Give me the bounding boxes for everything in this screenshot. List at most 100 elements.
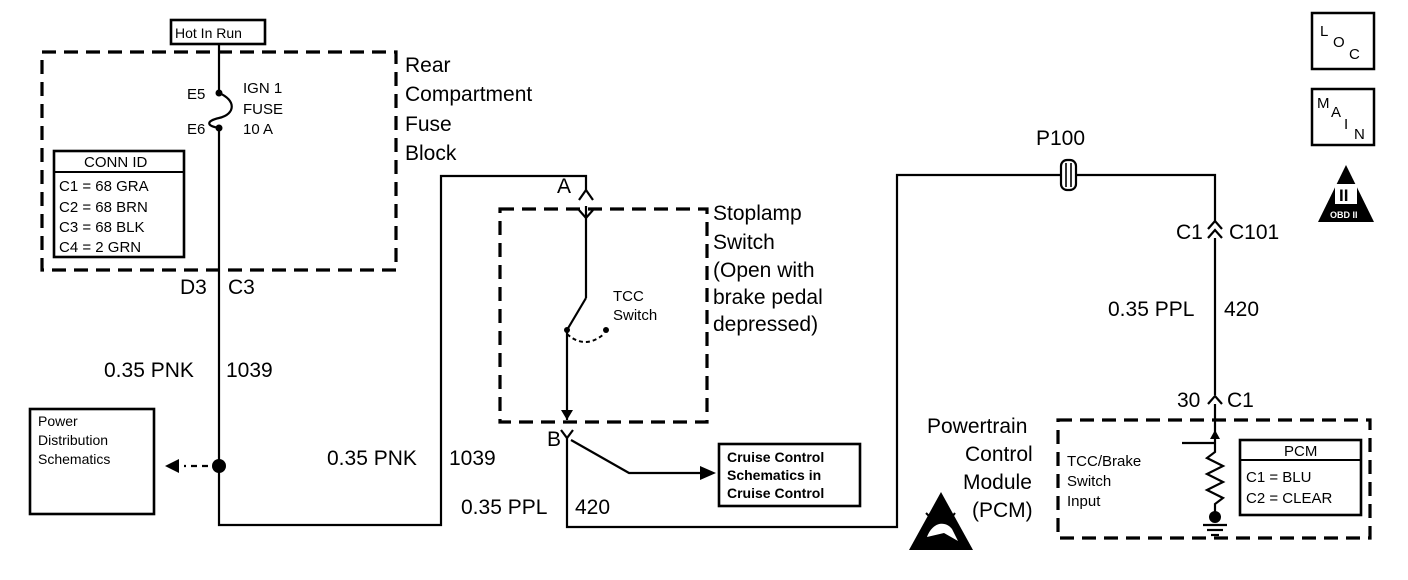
pcm-legend-row-1: C1 = BLU [1246,469,1311,486]
pcm-title-line-3: Module [963,471,1032,494]
tcc-switch-line-2: Switch [613,307,657,324]
switch-contact-blade [566,297,587,331]
svg-text:A: A [1331,104,1341,121]
output-pin-d3: D3 [180,276,207,299]
pcm-legend-table: PCM C1 = BLU C2 = CLEAR [1238,438,1363,517]
ground-dot [1209,511,1221,523]
pcm-input-line-3: Input [1067,493,1101,510]
pin-e5-label: E5 [187,86,205,103]
wire-circuit-420-right: 420 [1224,298,1259,321]
wire-circuit-1039-bottom: 1039 [449,447,496,470]
svg-text:OBD II: OBD II [1330,210,1358,220]
stoplamp-switch-outline [498,207,709,424]
tcc-switch-line-1: TCC [613,288,644,305]
pcm-outline [1056,418,1372,540]
wire-label-ppl-right: 0.35 PPL [1108,298,1194,321]
conn-id-row-2: C2 = 68 BRN [59,199,148,216]
pcm-title-line-2: Control [965,443,1033,466]
pcm-legend-title: PCM [1284,443,1317,460]
svg-text:I: I [1344,116,1348,133]
esd-warning-icon [909,492,973,550]
stoplamp-switch: A B TCC Switch Stoplamp Switch (Open wit… [498,175,823,451]
conn-id-table: CONN ID C1 = 68 GRA C2 = 68 BRN C3 = 68 … [52,149,186,259]
connector-a-icon [578,188,594,201]
pin-e6-label: E6 [187,121,205,138]
power-distribution-line-1: Power [38,413,78,429]
stoplamp-title-line-2: Switch [713,231,775,254]
pcm-input-line-1: TCC/Brake [1067,453,1141,470]
pcm-input-line-2: Switch [1067,473,1111,490]
c101-connector-icon [1207,219,1223,239]
main-index-icon[interactable]: M A I N [1310,87,1376,147]
power-distribution-line-2: Distribution [38,432,108,448]
p100-splice: P100 [1036,127,1085,192]
pcm-title-line-1: Powertrain [927,415,1027,438]
fuse-block-title-line-4: Block [405,142,457,165]
arrow-right-icon [700,466,716,480]
conn-id-row-4: C4 = 2 GRN [59,239,141,256]
wire-circuit-1039-left: 1039 [226,359,273,382]
connector-c101: C1 C101 [1176,219,1279,244]
svg-text:C: C [1349,46,1360,63]
obd-ii-icon[interactable]: II OBD II [1318,165,1374,222]
pcm-connector: 30 C1 [1177,389,1254,428]
c101-name-label: C101 [1229,221,1279,244]
connector-b-icon [560,429,574,440]
switch-open-contact-dot [603,327,609,333]
power-distribution-box[interactable]: Power Distribution Schematics [28,407,156,516]
stoplamp-title-line-1: Stoplamp [713,202,802,225]
conn-id-row-1: C1 = 68 GRA [59,178,149,195]
wire-label-pnk-bottom: 0.35 PNK [327,447,417,470]
pcm-module: Powertrain Control Module (PCM) TCC/Brak… [927,415,1372,540]
cruise-control-box[interactable]: Cruise Control Schematics in Cruise Cont… [717,442,862,508]
fuse-block-title-line-3: Fuse [405,113,452,136]
conn-id-row-3: C3 = 68 BLK [59,219,144,236]
pcm-conn-label: C1 [1227,389,1254,412]
ground-icon [1203,523,1227,537]
arrow-left-icon [165,459,179,473]
output-conn-c3: C3 [228,276,255,299]
terminal-a-label: A [557,175,571,198]
location-icon[interactable]: L O C [1310,11,1376,71]
hot-in-run-label: Hot In Run [175,25,242,41]
fuse-block-title-line-2: Compartment [405,83,532,106]
wire-cruise-branch [570,439,700,475]
cruise-control-line-2: Schematics in [727,467,821,483]
svg-text:O: O [1333,34,1345,51]
wire-label-ppl-bottom: 0.35 PPL [461,496,547,519]
pcm-input-arrow-icon [1210,430,1220,439]
switch-travel-arc [566,333,605,343]
fuse-icon [208,91,233,130]
fuse-block: Hot In Run Rear Compartment Fuse Block E… [40,18,532,299]
p100-label: P100 [1036,127,1085,150]
svg-text:M: M [1317,95,1330,112]
cruise-control-line-1: Cruise Control [727,449,824,465]
splice-dot [212,459,226,473]
pull-down-resistor-icon [1204,428,1226,514]
stoplamp-title-line-4: brake pedal [713,286,823,309]
wire-ppl-420 [565,173,1061,529]
stoplamp-title-line-3: (Open with [713,259,815,282]
fuse-line-3: 10 A [243,121,273,138]
conn-id-title: CONN ID [84,154,148,171]
svg-text:II: II [1339,186,1348,205]
c101-pin-label: C1 [1176,221,1203,244]
wire-network [165,44,1217,529]
fuse-line-2: FUSE [243,101,283,118]
pcm-connector-icon [1207,394,1223,428]
cruise-control-line-3: Cruise Control [727,485,824,501]
fuse-block-title-line-1: Rear [405,54,451,77]
p100-connector-icon [1059,158,1078,192]
wire-label-pnk-left: 0.35 PNK [104,359,194,382]
terminal-b-label: B [547,428,561,451]
svg-text:N: N [1354,126,1365,143]
wire-ppl-420-right [1076,173,1217,222]
fuse-line-1: IGN 1 [243,80,282,97]
switch-down-arrow-icon [561,410,573,420]
stoplamp-title-line-5: depressed) [713,313,818,336]
wire-circuit-420-bottom: 420 [575,496,610,519]
svg-text:L: L [1320,23,1328,40]
wire-pnk-1039 [217,174,588,527]
pcm-title-line-4: (PCM) [972,499,1033,522]
